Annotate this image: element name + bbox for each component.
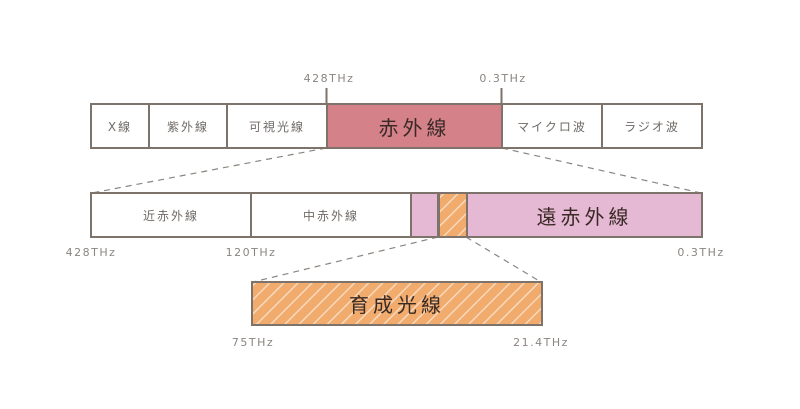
- growth-light-bar-fill: [252, 282, 542, 325]
- middle-label-left: 428THz: [65, 246, 117, 259]
- segment-near-infrared: 近赤外線: [90, 192, 252, 238]
- growth-light-bar: 育成光線: [251, 281, 543, 326]
- segment-mid-far-gap: [410, 192, 440, 238]
- bottom-label-right: 21.4THz: [513, 336, 569, 349]
- segment-microwave: マイクロ波: [501, 103, 603, 149]
- middle-label-mid: 120THz: [225, 246, 277, 259]
- zoom-line-right-2: [465, 236, 542, 283]
- segment-far-infrared: 遠赤外線: [466, 192, 703, 238]
- segment-infrared: 赤外線: [326, 103, 503, 149]
- segment-visible-light: 可視光線: [226, 103, 328, 149]
- zoom-line-left-2: [252, 236, 439, 283]
- zoom-line-left-1: [91, 147, 327, 194]
- top-marker-label-right: 0.3THz: [479, 72, 527, 85]
- segment-growth-light-small: [437, 192, 468, 238]
- segment-ultraviolet: 紫外線: [148, 103, 228, 149]
- top-marker-label-left: 428THz: [303, 72, 355, 85]
- segment-mid-infrared: 中赤外線: [250, 192, 412, 238]
- zoom-line-right-1: [501, 147, 702, 194]
- segment-radio-wave: ラジオ波: [601, 103, 703, 149]
- bottom-label-left: 75THz: [231, 336, 275, 349]
- growth-light-segment-fill: [438, 193, 466, 237]
- middle-label-right: 0.3THz: [677, 246, 725, 259]
- segment-x-ray: X線: [90, 103, 150, 149]
